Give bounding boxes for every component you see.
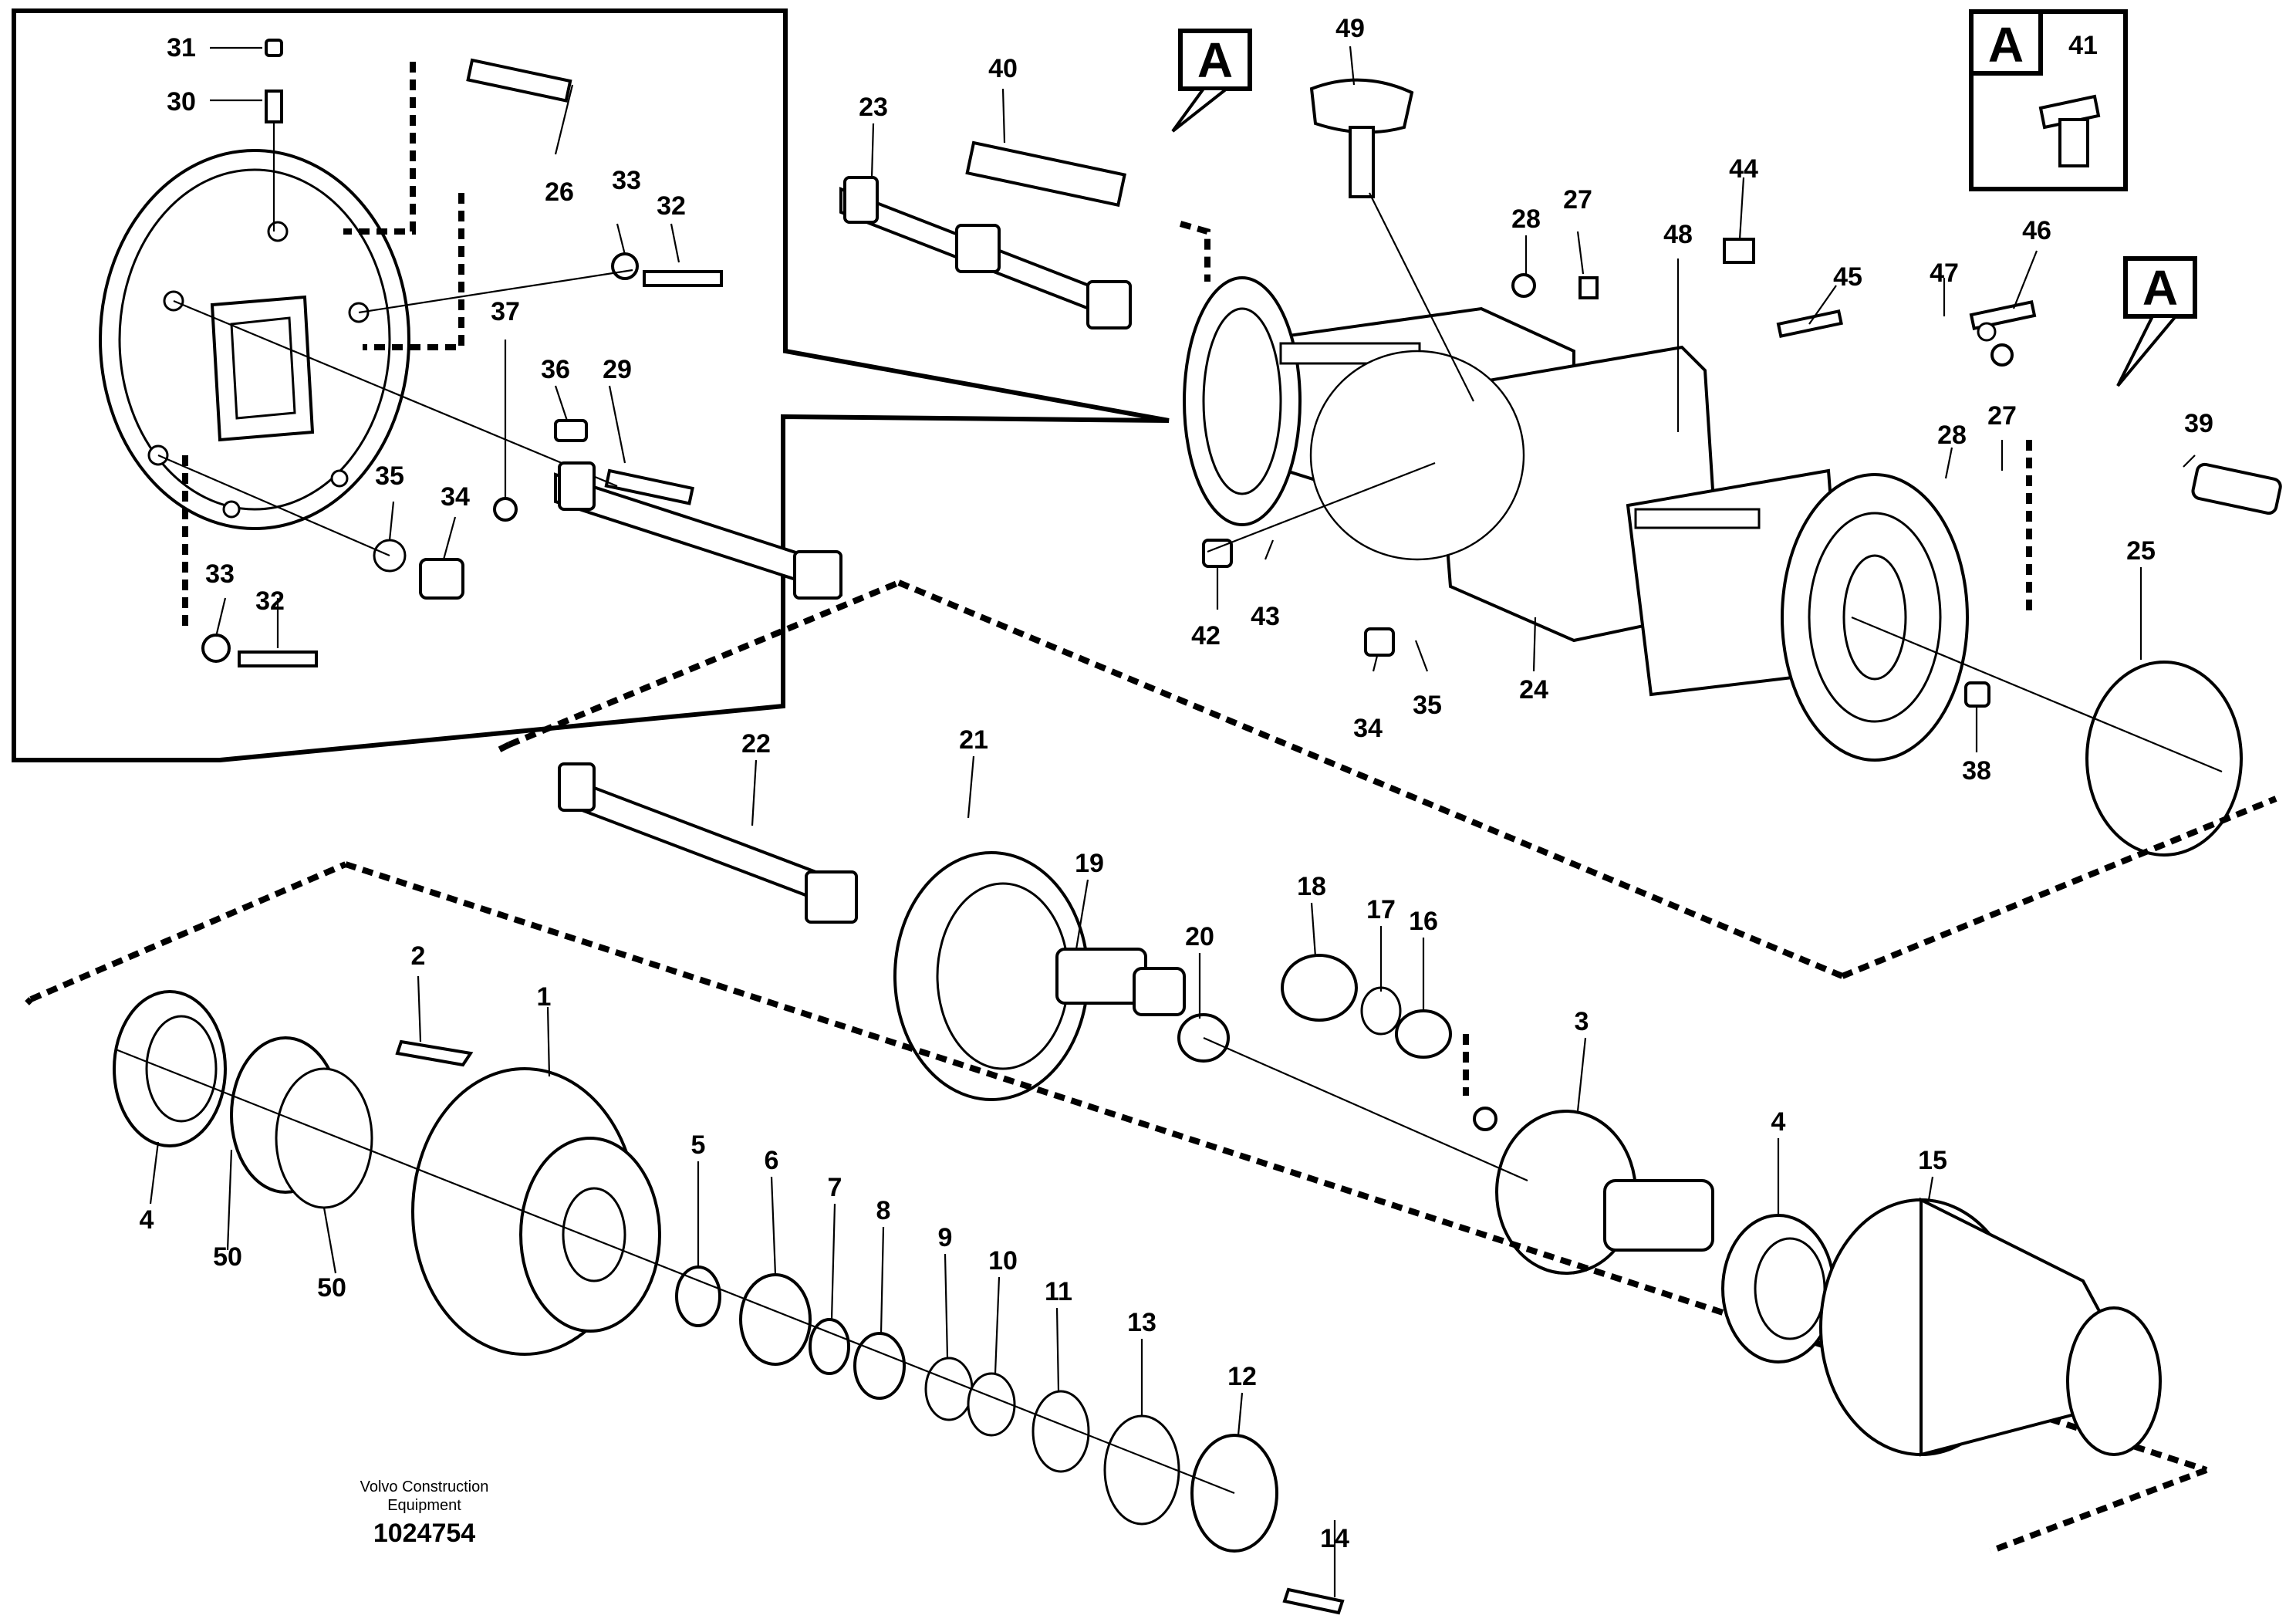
part-label: 33 — [205, 559, 235, 589]
part-label: 50 — [317, 1273, 346, 1303]
part-label: 35 — [1413, 691, 1442, 720]
part-label: 19 — [1075, 849, 1104, 878]
part-label: 2 — [411, 941, 426, 971]
part-label: 7 — [828, 1173, 842, 1202]
part-label: 26 — [545, 177, 574, 207]
part-label: 1 — [537, 982, 552, 1012]
part-label: 21 — [959, 725, 988, 755]
detail-callout-letter: A — [2142, 260, 2178, 316]
part-label: 41 — [2068, 31, 2098, 60]
lower-dashed-boundary — [25, 861, 2208, 1554]
housing-shafts — [554, 78, 2282, 857]
part-label: 13 — [1127, 1308, 1156, 1337]
detail-inset-frame — [12, 8, 1170, 762]
lower-leaders — [115, 975, 1934, 1597]
part-label: 33 — [612, 166, 641, 195]
part-label: 35 — [375, 461, 404, 491]
part-label: 50 — [213, 1242, 242, 1272]
detail-callout-a-2 — [2116, 256, 2197, 387]
part-label: 44 — [1729, 154, 1758, 184]
detail-legend-letter: A — [1988, 17, 2024, 73]
inset-leaders — [157, 46, 680, 648]
part-label: 11 — [1045, 1277, 1072, 1306]
part-labels: 1 2 3 4 4 5 6 7 8 9 10 11 12 13 14 15 16… — [140, 14, 2213, 1553]
part-label: 16 — [1409, 907, 1438, 936]
part-label: 49 — [1335, 14, 1365, 43]
publisher-credit-line-1: Volvo Construction — [360, 1478, 489, 1495]
part-label: 34 — [1353, 714, 1383, 743]
inset-dashed-line-top — [343, 62, 416, 235]
part-label: 43 — [1251, 602, 1280, 631]
part-label: 24 — [1519, 675, 1548, 705]
part-label: 3 — [1575, 1007, 1589, 1036]
part-label: 10 — [988, 1246, 1018, 1276]
part-label: 32 — [657, 191, 686, 221]
lower-hub-parts — [113, 990, 2162, 1615]
part-label: 27 — [1987, 401, 2017, 431]
part-label: 28 — [1937, 421, 1967, 450]
part-label: 4 — [140, 1205, 154, 1235]
part-label: 4 — [1771, 1107, 1786, 1137]
inset-dashed-line-mid — [363, 193, 464, 350]
part-label: 45 — [1833, 262, 1862, 292]
part-label: 32 — [255, 586, 285, 616]
housing-leaders — [870, 46, 2223, 773]
detail-callout-a-legend — [1969, 9, 2128, 191]
middle-leaders — [751, 755, 1587, 1182]
part-label: 14 — [1320, 1524, 1349, 1553]
detail-callout-letter: A — [1197, 32, 1233, 88]
part-label: 28 — [1511, 204, 1541, 234]
axle-housing — [1183, 276, 1969, 762]
part-label: 5 — [691, 1130, 706, 1160]
part-label: 8 — [876, 1196, 891, 1225]
part-label: 39 — [2184, 409, 2213, 438]
part-label: 20 — [1185, 922, 1214, 951]
part-label: 9 — [938, 1223, 953, 1252]
part-label: 37 — [491, 297, 520, 326]
part-label: 18 — [1297, 872, 1326, 901]
drawing-number: 1024754 — [373, 1519, 476, 1548]
inset-axle-flange — [99, 149, 410, 530]
part-label: 36 — [541, 355, 570, 384]
part-label: 22 — [741, 729, 771, 759]
publisher-credit: Volvo Construction Equipment — [309, 1478, 540, 1515]
part-label: 29 — [603, 355, 632, 384]
part-label: 23 — [859, 93, 888, 122]
detail-callout-a-1 — [1171, 29, 1252, 133]
part-label: 12 — [1227, 1362, 1257, 1391]
part-label: 27 — [1563, 185, 1592, 215]
part-label: 48 — [1663, 220, 1693, 249]
part-label: 38 — [1962, 756, 1991, 786]
part-label: 47 — [1930, 259, 1959, 288]
housing-dashed-line-left — [1179, 221, 1210, 282]
part-label: 31 — [167, 33, 196, 63]
part-label: 17 — [1366, 895, 1396, 924]
part-label: 34 — [441, 482, 470, 512]
part-label: 46 — [2022, 216, 2051, 245]
part-label: 15 — [1918, 1146, 1947, 1175]
publisher-credit-line-2: Equipment — [387, 1497, 461, 1514]
part-label: 40 — [988, 54, 1018, 83]
middle-exploded-parts — [558, 762, 1714, 1275]
part-label: 30 — [167, 87, 196, 117]
part-label: 6 — [765, 1146, 779, 1175]
part-label: 25 — [2126, 536, 2156, 566]
part-label: 42 — [1191, 621, 1221, 650]
